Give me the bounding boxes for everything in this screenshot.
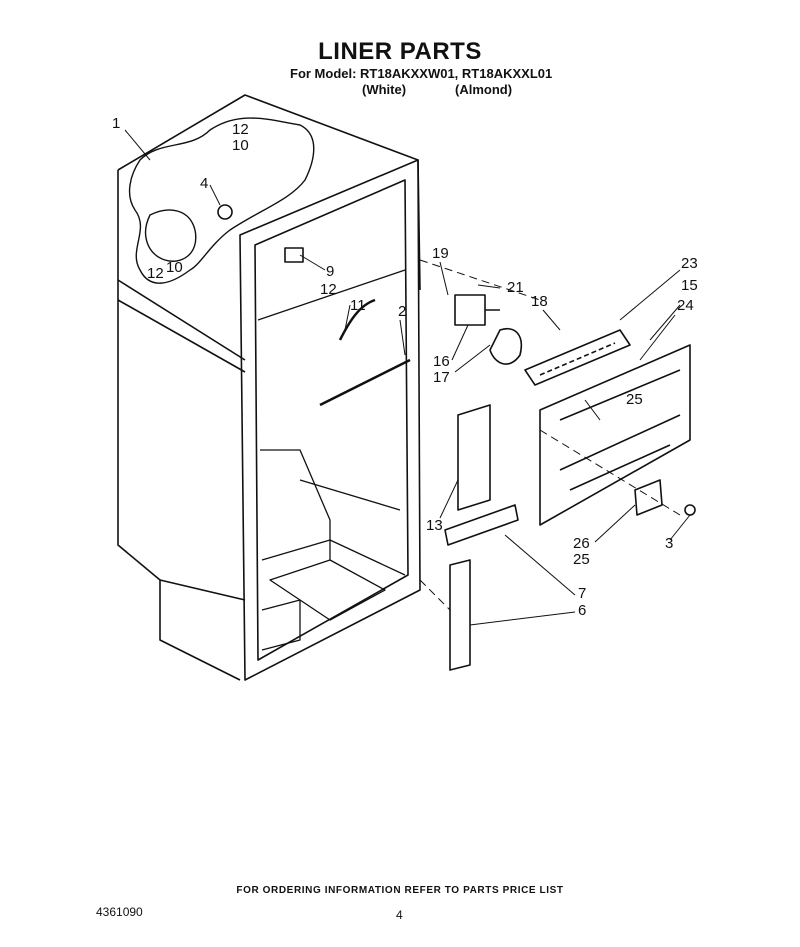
part-24-cover	[539, 344, 691, 526]
callout-1: 1	[112, 115, 120, 132]
variant-white-label: (White)	[362, 82, 407, 97]
callout-13: 13	[426, 517, 443, 534]
callout-labels: 1 12 10 4 12 10 19 21 23 15 24 9 12 11 2…	[112, 115, 698, 619]
part-13-panel	[457, 404, 491, 511]
fan-motor-assembly	[454, 294, 522, 365]
inner-compartment	[257, 269, 406, 651]
callout-10-top: 10	[232, 137, 249, 154]
callout-15: 15	[681, 277, 698, 294]
part-3-plug	[684, 504, 696, 516]
callout-23: 23	[681, 255, 698, 272]
leader-lines	[124, 129, 691, 626]
document-number: 4361090	[96, 905, 143, 919]
part-26-plate	[634, 479, 663, 516]
dashed-assembly-lines	[419, 259, 681, 611]
page-title: LINER PARTS	[318, 38, 482, 65]
part-4-plug	[217, 204, 233, 220]
callout-11: 11	[350, 297, 366, 314]
callout-18: 18	[531, 293, 548, 310]
part-23-grille	[524, 329, 631, 386]
callout-9: 9	[326, 263, 334, 280]
callout-12-left: 12	[147, 265, 164, 282]
callout-17: 17	[433, 369, 450, 386]
callout-10-left: 10	[166, 259, 183, 276]
liner-shell	[117, 94, 421, 681]
ordering-note: FOR ORDERING INFORMATION REFER TO PARTS …	[236, 885, 564, 896]
callout-21: 21	[507, 279, 524, 296]
callout-2: 2	[398, 303, 406, 320]
callout-25-lower: 25	[573, 551, 590, 568]
part-7-strip	[444, 504, 519, 546]
callout-12-mid: 12	[320, 281, 337, 298]
foam-top	[128, 117, 315, 284]
callout-24: 24	[677, 297, 694, 314]
callout-7: 7	[578, 585, 586, 602]
part-2-bar	[319, 358, 411, 407]
callout-3: 3	[665, 535, 673, 552]
callout-12-top: 12	[232, 121, 249, 138]
callout-4: 4	[200, 175, 208, 192]
model-line: For Model: RT18AKXXW01, RT18AKXXL01	[290, 66, 553, 81]
front-frame	[239, 159, 421, 681]
callout-25-upper: 25	[626, 391, 643, 408]
part-6-panel	[449, 559, 471, 671]
part-9-bracket	[284, 247, 304, 263]
part-11-cord	[338, 298, 376, 341]
callout-19: 19	[432, 245, 449, 262]
callout-16: 16	[433, 353, 450, 370]
page-number: 4	[396, 908, 403, 922]
callout-6: 6	[578, 602, 586, 619]
callout-26: 26	[573, 535, 590, 552]
variant-almond-label: (Almond)	[455, 82, 513, 97]
